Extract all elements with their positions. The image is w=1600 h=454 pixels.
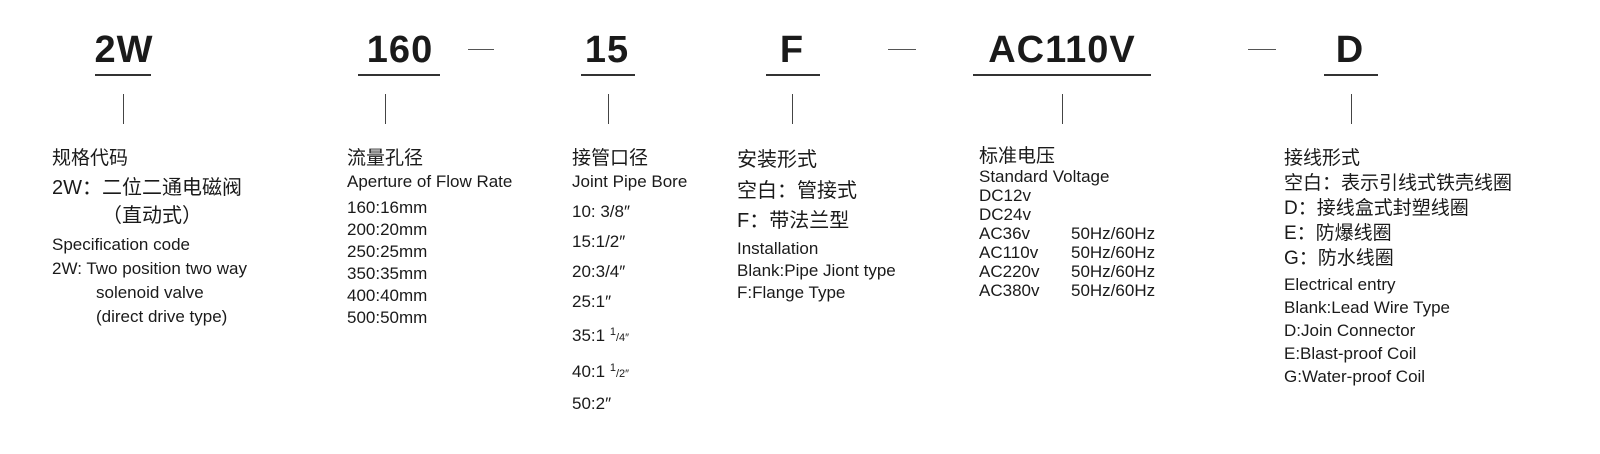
installation-cn-line: F：带法兰型 (737, 210, 850, 232)
code-segment-spec: 2W (94, 29, 154, 71)
voltage-value: AC110v (979, 243, 1039, 262)
aperture-option: 160:16mm (347, 198, 428, 217)
connector-line (1062, 94, 1063, 124)
pipe-bore-option: 35:1 1/4″ (572, 321, 687, 349)
voltage-value: AC380v (979, 281, 1040, 300)
frequency-value: 50Hz/60Hz (1071, 243, 1156, 262)
pipe-bore-option-label: 20:3/4″ (572, 262, 626, 281)
fraction-denominator: /2″ (615, 368, 630, 380)
code-underline-installation (766, 74, 820, 76)
voltage-title-en: Standard Voltage (979, 167, 1110, 186)
voltage-option: DC12v (979, 186, 1155, 205)
voltage-option: AC220v 50Hz/60Hz (979, 262, 1155, 281)
entry-option-cn: G：防水线圈 (1284, 248, 1394, 269)
code-segment-aperture: 160 (366, 29, 434, 71)
frequency-value: 50Hz/60Hz (1071, 224, 1156, 243)
entry-option-en: E:Blast-proof Coil (1284, 344, 1417, 363)
frequency-value: 50Hz/60Hz (1071, 281, 1156, 300)
pipe-bore-option-label: 40:1 (572, 362, 610, 381)
installation-en-line: F:Flange Type (737, 283, 846, 302)
connector-line (123, 94, 124, 124)
code-underline-spec (95, 74, 151, 76)
pipe-bore-option: 50:2″ (572, 393, 687, 415)
aperture-title-cn: 流量孔径 (347, 148, 424, 169)
code-segment-entry: D (1335, 29, 1365, 71)
entry-option-en: Blank:Lead Wire Type (1284, 298, 1450, 317)
separator-dash (468, 49, 494, 50)
entry-title-cn: 接线形式 (1284, 148, 1361, 169)
aperture-option: 250:25mm (347, 242, 428, 261)
voltage-value: AC220v (979, 262, 1040, 281)
pipe-bore-option: 25:1″ (572, 291, 687, 313)
connector-line (1351, 94, 1352, 124)
spec-code-en-line: (direct drive type) (96, 307, 228, 326)
spec-code-en-line: solenoid valve (96, 283, 204, 302)
connector-line (792, 94, 793, 124)
connector-line (608, 94, 609, 124)
installation-en-line: Blank:Pipe Jiont type (737, 261, 896, 280)
spec-code-cn-line: 2W：二位二通电磁阀 (52, 177, 242, 199)
pipe-bore-option-label: 35:1 (572, 326, 610, 345)
code-segment-voltage: AC110V (988, 29, 1136, 71)
code-segment-installation: F (779, 29, 805, 71)
fraction-numerator: 1 (609, 362, 616, 374)
aperture-option: 350:35mm (347, 264, 428, 283)
entry-title-en: Electrical entry (1284, 275, 1396, 294)
voltage-option: AC110v 50Hz/60Hz (979, 243, 1155, 262)
pipe-bore-title-en: Joint Pipe Bore (572, 172, 688, 191)
installation-column: 安装形式 空白：管接式 F：带法兰型 Installation Blank:Pi… (737, 147, 896, 304)
pipe-bore-option: 40:1 1/2″ (572, 357, 687, 385)
aperture-column: 流量孔径 Aperture of Flow Rate 160:16mm 200:2… (347, 147, 512, 329)
code-segment-pipe-bore: 15 (584, 29, 630, 71)
entry-option-cn: E：防爆线圈 (1284, 223, 1392, 244)
pipe-bore-option-label: 25:1″ (572, 292, 612, 311)
aperture-option: 400:40mm (347, 286, 428, 305)
aperture-option: 200:20mm (347, 220, 428, 239)
entry-option-en: D:Join Connector (1284, 321, 1416, 340)
separator-dash (888, 49, 916, 50)
pipe-bore-title-cn: 接管口径 (572, 148, 649, 169)
spec-code-en-line: 2W: Two position two way (52, 259, 247, 278)
pipe-bore-option: 15:1/2″ (572, 231, 687, 253)
fraction-denominator: /4″ (615, 332, 630, 344)
pipe-bore-option-label: 15:1/2″ (572, 232, 626, 251)
aperture-title-en: Aperture of Flow Rate (347, 172, 513, 191)
installation-title-cn: 安装形式 (737, 149, 817, 171)
connector-line (385, 94, 386, 124)
code-underline-entry (1324, 74, 1378, 76)
fraction-numerator: 1 (609, 326, 616, 338)
installation-title-en: Installation (737, 239, 819, 258)
code-underline-voltage (973, 74, 1151, 76)
voltage-value: DC12v (979, 186, 1031, 205)
pipe-bore-option: 20:3/4″ (572, 261, 687, 283)
pipe-bore-option-label: 10: 3/8″ (572, 202, 631, 221)
spec-code-cn-line: （直动式） (102, 205, 202, 227)
spec-code-column: 规格代码 2W：二位二通电磁阀 （直动式） Specification code… (52, 147, 247, 328)
spec-code-title-en: Specification code (52, 235, 190, 254)
code-underline-pipe-bore (581, 74, 635, 76)
voltage-title-cn: 标准电压 (979, 146, 1056, 167)
voltage-value: AC36v (979, 224, 1031, 243)
voltage-option: DC24v (979, 205, 1155, 224)
voltage-option: AC36v 50Hz/60Hz (979, 224, 1155, 243)
code-underline-aperture (358, 74, 440, 76)
voltage-option: AC380v 50Hz/60Hz (979, 281, 1155, 300)
entry-option-cn: 空白：表示引线式铁壳线圈 (1284, 173, 1513, 194)
entry-option-cn: D：接线盒式封塑线圈 (1284, 198, 1469, 219)
entry-option-en: G:Water-proof Coil (1284, 367, 1426, 386)
spec-code-title-cn: 规格代码 (52, 148, 129, 169)
frequency-value: 50Hz/60Hz (1071, 262, 1156, 281)
aperture-option: 500:50mm (347, 308, 428, 327)
pipe-bore-column: 接管口径 Joint Pipe Bore 10: 3/8″ 15:1/2″ 20:3… (572, 147, 687, 415)
voltage-value: DC24v (979, 205, 1031, 224)
separator-dash (1248, 49, 1276, 50)
pipe-bore-option: 10: 3/8″ (572, 201, 687, 223)
pipe-bore-option-label: 50:2″ (572, 394, 612, 413)
installation-cn-line: 空白：管接式 (737, 180, 857, 202)
